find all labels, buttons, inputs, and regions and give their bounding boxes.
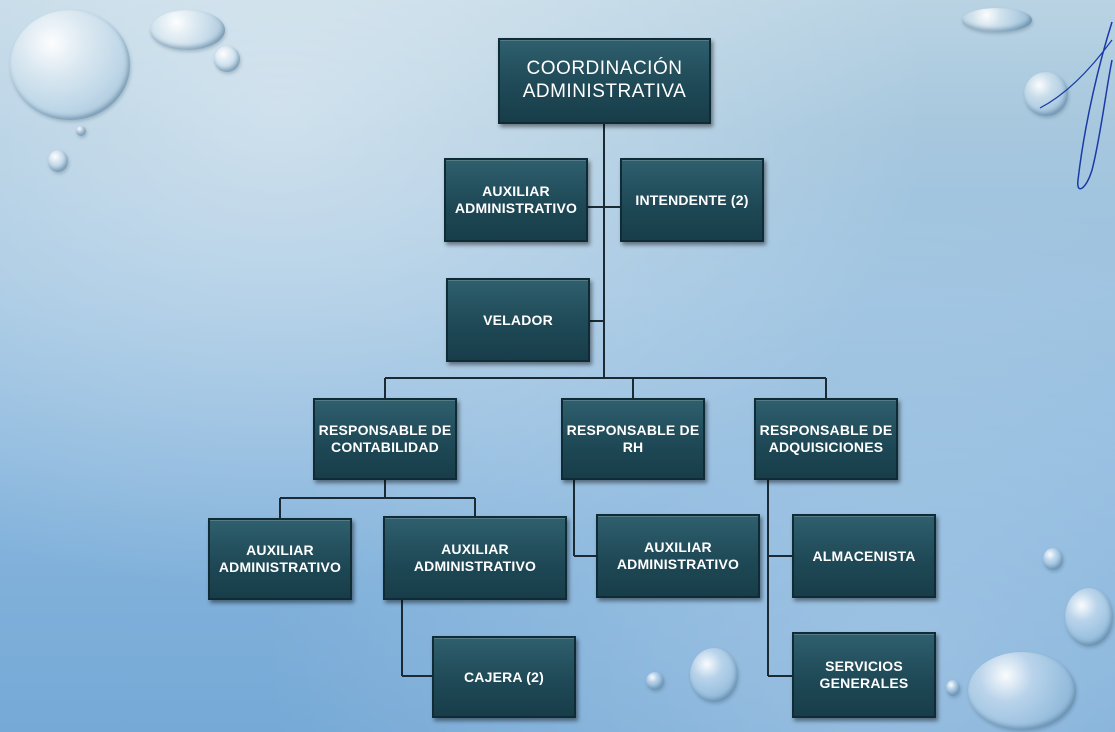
node-servicios-generales: SERVICIOS GENERALES — [792, 632, 936, 718]
node-almacenista: ALMACENISTA — [792, 514, 936, 598]
water-drop-decoration — [76, 126, 86, 136]
node-velador: VELADOR — [446, 278, 590, 362]
node-auxiliar-administrativo-contabilidad-1: AUXILIAR ADMINISTRATIVO — [208, 518, 352, 600]
node-responsable-rh: RESPONSABLE DE RH — [561, 398, 705, 480]
node-cajera: CAJERA (2) — [432, 636, 576, 718]
water-drop-decoration — [946, 680, 960, 696]
node-auxiliar-administrativo-staff: AUXILIAR ADMINISTRATIVO — [444, 158, 588, 242]
node-responsable-adquisiciones: RESPONSABLE DE ADQUISICIONES — [754, 398, 898, 480]
water-drop-decoration — [48, 150, 68, 172]
water-drop-decoration — [962, 8, 1032, 32]
water-drop-decoration — [214, 46, 240, 72]
node-responsable-contabilidad: RESPONSABLE DE CONTABILIDAD — [313, 398, 457, 480]
water-drop-decoration — [10, 10, 130, 120]
node-intendente: INTENDENTE (2) — [620, 158, 764, 242]
node-auxiliar-administrativo-rh: AUXILIAR ADMINISTRATIVO — [596, 514, 760, 598]
node-auxiliar-administrativo-contabilidad-2: AUXILIAR ADMINISTRATIVO — [383, 516, 567, 600]
water-drop-decoration — [968, 652, 1076, 730]
water-drop-decoration — [1043, 548, 1063, 570]
node-coordinacion-administrativa: COORDINACIÓN ADMINISTRATIVA — [498, 38, 711, 124]
water-drop-decoration — [646, 672, 664, 690]
water-drop-decoration — [690, 648, 738, 702]
water-drop-decoration — [1065, 588, 1113, 646]
water-drop-decoration — [150, 10, 225, 50]
